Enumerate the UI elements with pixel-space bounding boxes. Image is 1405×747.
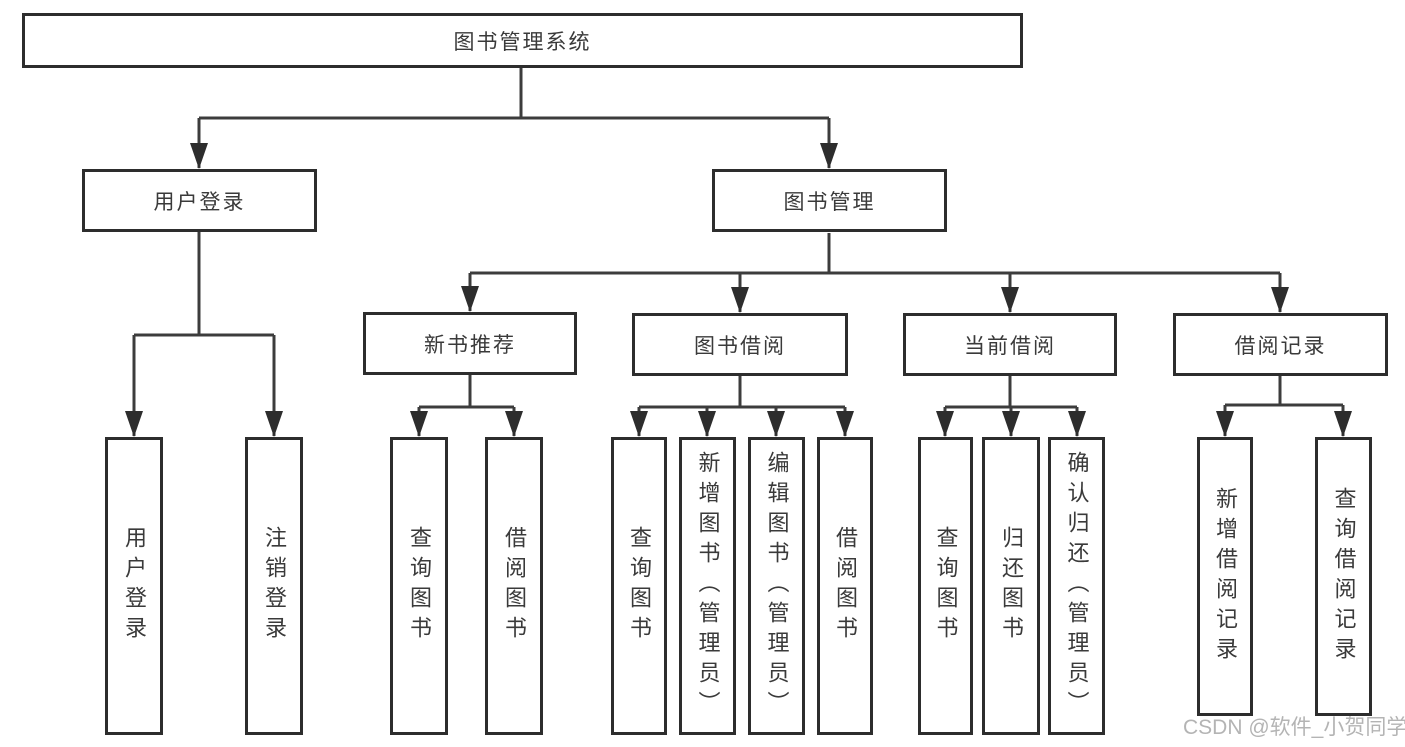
leaf-query-books-borrowing-label: 查询图书 [627,526,652,646]
node-current-borrowing: 当前借阅 [903,313,1117,376]
node-borrow-records: 借阅记录 [1173,313,1388,376]
leaf-confirm-return-admin-label: 确认归还（管理员） [1064,451,1090,721]
leaf-return-books: 归还图书 [982,437,1040,735]
leaf-borrow-books-recommend: 借阅图书 [485,437,543,735]
leaf-query-books-current: 查询图书 [918,437,973,735]
leaf-query-books-recommend: 查询图书 [390,437,448,735]
leaf-user-login: 用户登录 [105,437,163,735]
leaf-return-books-label: 归还图书 [999,526,1024,646]
node-book-management: 图书管理 [712,169,947,232]
node-root-label: 图书管理系统 [453,30,592,54]
arrowhead-icons [125,143,1352,437]
leaf-borrow-books-label: 借阅图书 [833,526,858,646]
node-book-management-label: 图书管理 [783,190,876,214]
node-root: 图书管理系统 [22,13,1023,68]
leaf-logout: 注销登录 [245,437,303,735]
node-new-book-recommend: 新书推荐 [363,312,577,375]
node-book-borrowing: 图书借阅 [632,313,848,376]
leaf-add-books-admin-label: 新增图书（管理员） [695,451,721,721]
leaf-query-borrow-record: 查询借阅记录 [1315,437,1372,716]
tree-edges [132,67,1345,436]
node-user-login: 用户登录 [82,169,317,232]
leaf-borrow-books-recommend-label: 借阅图书 [502,526,527,646]
leaf-add-books-admin: 新增图书（管理员） [679,437,736,735]
node-user-login-label: 用户登录 [153,190,246,214]
leaf-user-login-label: 用户登录 [122,526,147,646]
leaf-query-books-current-label: 查询图书 [933,526,959,646]
leaf-edit-books-admin-label: 编辑图书（管理员） [764,451,790,721]
leaf-confirm-return-admin: 确认归还（管理员） [1048,437,1105,735]
leaf-add-borrow-record-label: 新增借阅记录 [1213,486,1238,667]
node-current-borrowing-label: 当前借阅 [964,334,1056,358]
node-borrow-records-label: 借阅记录 [1234,334,1327,358]
leaf-query-borrow-record-label: 查询借阅记录 [1331,486,1357,667]
csdn-watermark: CSDN @软件_小贺同学 [1183,716,1405,739]
leaf-logout-label: 注销登录 [262,526,287,646]
node-new-book-recommend-label: 新书推荐 [424,333,516,357]
node-book-borrowing-label: 图书借阅 [694,334,786,358]
leaf-borrow-books: 借阅图书 [817,437,873,735]
leaf-query-books-borrowing: 查询图书 [611,437,667,735]
leaf-edit-books-admin: 编辑图书（管理员） [748,437,805,735]
leaf-add-borrow-record: 新增借阅记录 [1197,437,1253,716]
leaf-query-books-recommend-label: 查询图书 [407,526,432,646]
